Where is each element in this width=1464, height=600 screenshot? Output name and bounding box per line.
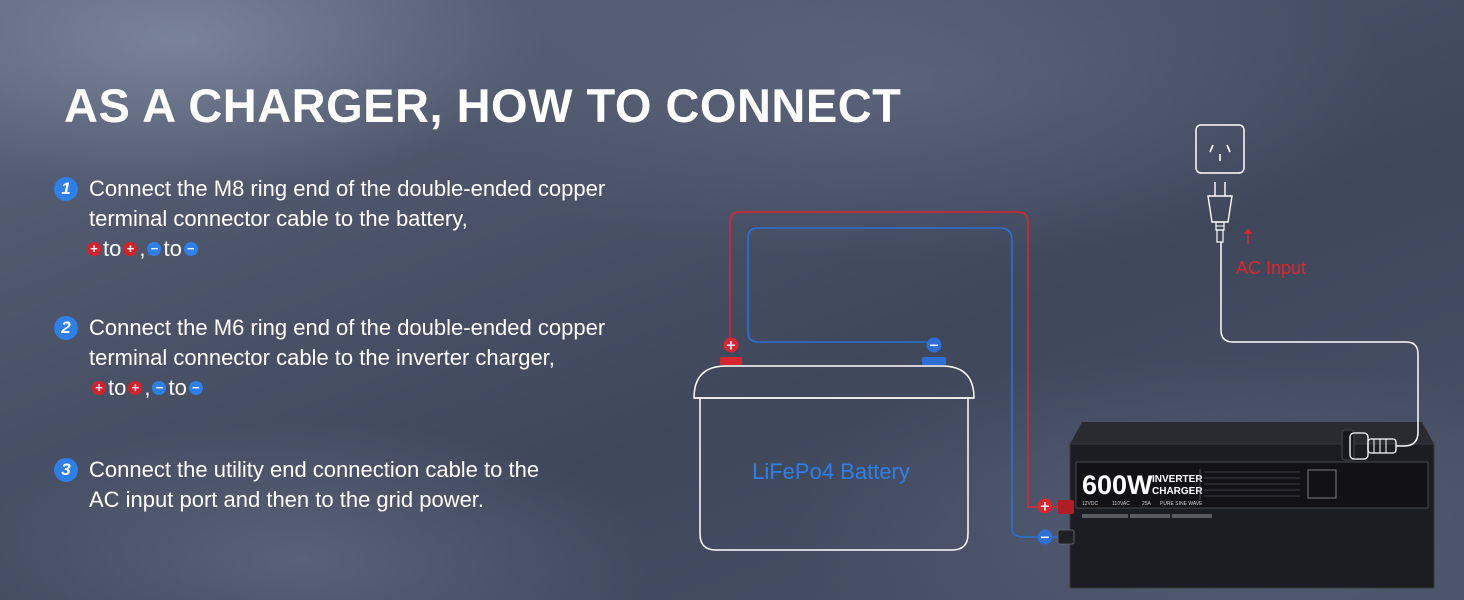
negative-icon: − [188,381,203,395]
step-line: Connect the M8 ring end of the double-en… [89,176,606,201]
svg-text:+: + [1040,500,1051,515]
legend-to: to [103,236,122,261]
ac-plug-icon [1207,182,1233,243]
negative-icon: − [152,381,167,395]
battery: LiFePo4 Battery [693,357,975,551]
step-line: Connect the M6 ring end of the double-en… [89,315,606,340]
step-line: Connect the utility end connection cable… [89,457,540,482]
inverter-name-line1: INVERTER [1152,474,1203,485]
spec-item: PURE SINE WAVE [1160,501,1203,507]
step-1: 1 Connect the M8 ring end of the double-… [54,174,694,264]
positive-cable [729,211,1082,508]
legend-to: to [163,236,182,261]
polarity-legend: + to + , − to − [87,234,694,264]
positive-icon: + [92,381,106,395]
step-2: 2 Connect the M6 ring end of the double-… [54,313,694,403]
positive-icon: + [87,242,101,256]
battery-negative-terminal [922,357,946,365]
legend-to: to [108,375,127,400]
step-line: AC input port and then to the grid power… [89,487,485,512]
inverter-power-label: 600W [1082,470,1153,500]
step-number-badge: 3 [54,458,78,482]
negative-icon: − [183,242,198,256]
ac-plug-connector [1349,432,1397,460]
step-3: 3 Connect the utility end connection cab… [54,455,694,515]
battery-lid [693,365,975,399]
step-line: terminal connector cable to the inverter… [89,345,555,370]
step-number-badge: 1 [54,177,78,201]
positive-icon: + [723,337,739,354]
negative-icon: − [147,242,162,256]
step-number-badge: 2 [54,316,78,340]
inverter-charger: 600W INVERTER CHARGER 12VDC 110VAC 25A P… [1057,422,1435,589]
negative-icon: − [926,337,942,354]
legend-separator: , [139,236,146,261]
inverter-top [1070,422,1434,444]
ac-socket [1341,429,1355,461]
svg-text:−: − [1040,531,1051,546]
positive-icon: + [128,381,143,395]
positive-icon: + [123,242,138,256]
battery-body [699,398,969,551]
positive-icon: + [1037,498,1053,515]
legend-separator: , [144,375,151,400]
battery-label: LiFePo4 Battery [752,459,910,484]
wall-outlet-icon [1195,124,1245,174]
battery-positive-terminal [720,357,742,365]
ac-input-label: AC Input [1236,258,1306,278]
ac-cable [1220,242,1419,447]
polarity-legend: + to + , − to − [92,373,694,403]
spec-item: 12VDC [1082,501,1099,507]
inverter-positive-terminal [1058,500,1074,514]
legend-to: to [168,375,187,400]
arrow-up-icon [1244,228,1252,244]
page-title: AS A CHARGER, HOW TO CONNECT [64,79,902,132]
svg-text:+: + [726,339,737,354]
spec-item: 110VAC [1112,501,1130,507]
negative-icon: − [1037,529,1053,546]
negative-cable [747,227,1082,538]
inverter-name-line2: CHARGER [1152,486,1203,497]
spec-item: 25A [1142,501,1152,507]
inverter-label-panel [1075,461,1429,509]
inverter-negative-terminal [1057,529,1075,545]
svg-text:−: − [929,339,940,354]
step-line: terminal connector cable to the battery, [89,206,468,231]
